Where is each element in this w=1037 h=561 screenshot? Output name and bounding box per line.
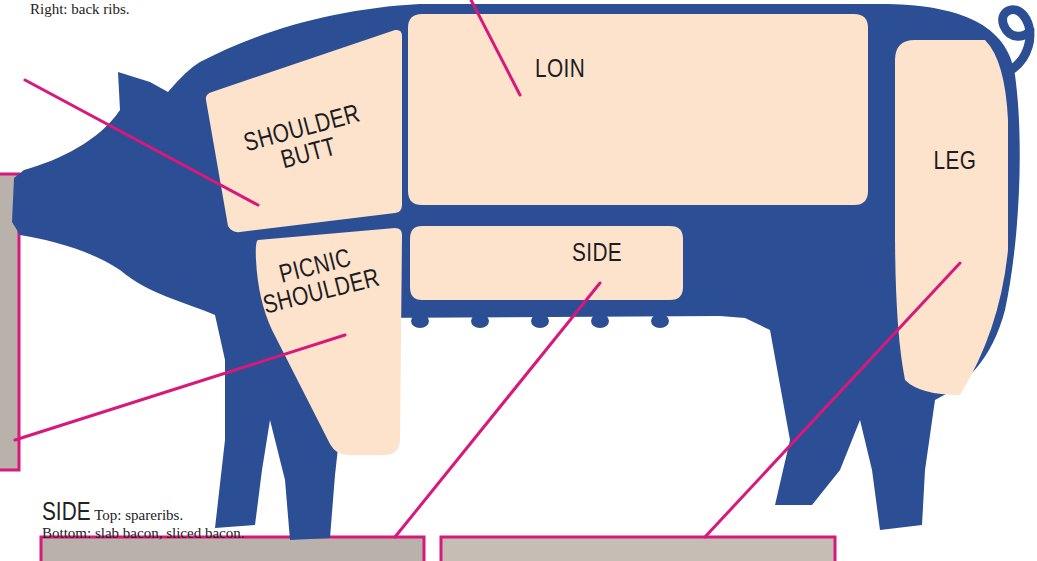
leader-line <box>470 0 520 95</box>
cut-region: LOIN <box>407 13 870 207</box>
caption-block: SIDETop: spareribs.Bottom: slab bacon, s… <box>42 498 244 542</box>
leader-line <box>15 335 345 440</box>
caption-row: Bottom: slab bacon, sliced bacon. <box>42 524 244 542</box>
photo-caption: Bottom: slab bacon, sliced bacon. <box>42 525 244 541</box>
cut-name: LOIN <box>535 55 585 81</box>
caption-row: SIDETop: spareribs. <box>42 498 244 524</box>
region-shape <box>894 39 1010 397</box>
cut-name: SIDE <box>572 239 622 265</box>
cut-region: SHOULDER BUTT <box>204 27 404 235</box>
region-fill <box>408 14 868 205</box>
cut-region: LEG <box>894 39 1010 397</box>
cut-name: LEG <box>934 147 977 173</box>
leader-line <box>25 80 258 205</box>
region-fill <box>895 40 1008 395</box>
region-shape <box>409 225 685 302</box>
caption-heading: SIDE <box>42 498 91 524</box>
region-fill <box>206 30 402 232</box>
leader-line <box>705 263 960 537</box>
region-fill <box>410 226 683 300</box>
leader-line <box>395 283 600 537</box>
photo-caption: Right: back ribs. <box>30 1 130 18</box>
photo-caption: Top: spareribs. <box>94 507 183 523</box>
photo-frame <box>441 537 835 561</box>
cut-region: SIDE <box>409 225 685 302</box>
pig-teats <box>411 314 669 328</box>
region-shape <box>407 13 870 207</box>
